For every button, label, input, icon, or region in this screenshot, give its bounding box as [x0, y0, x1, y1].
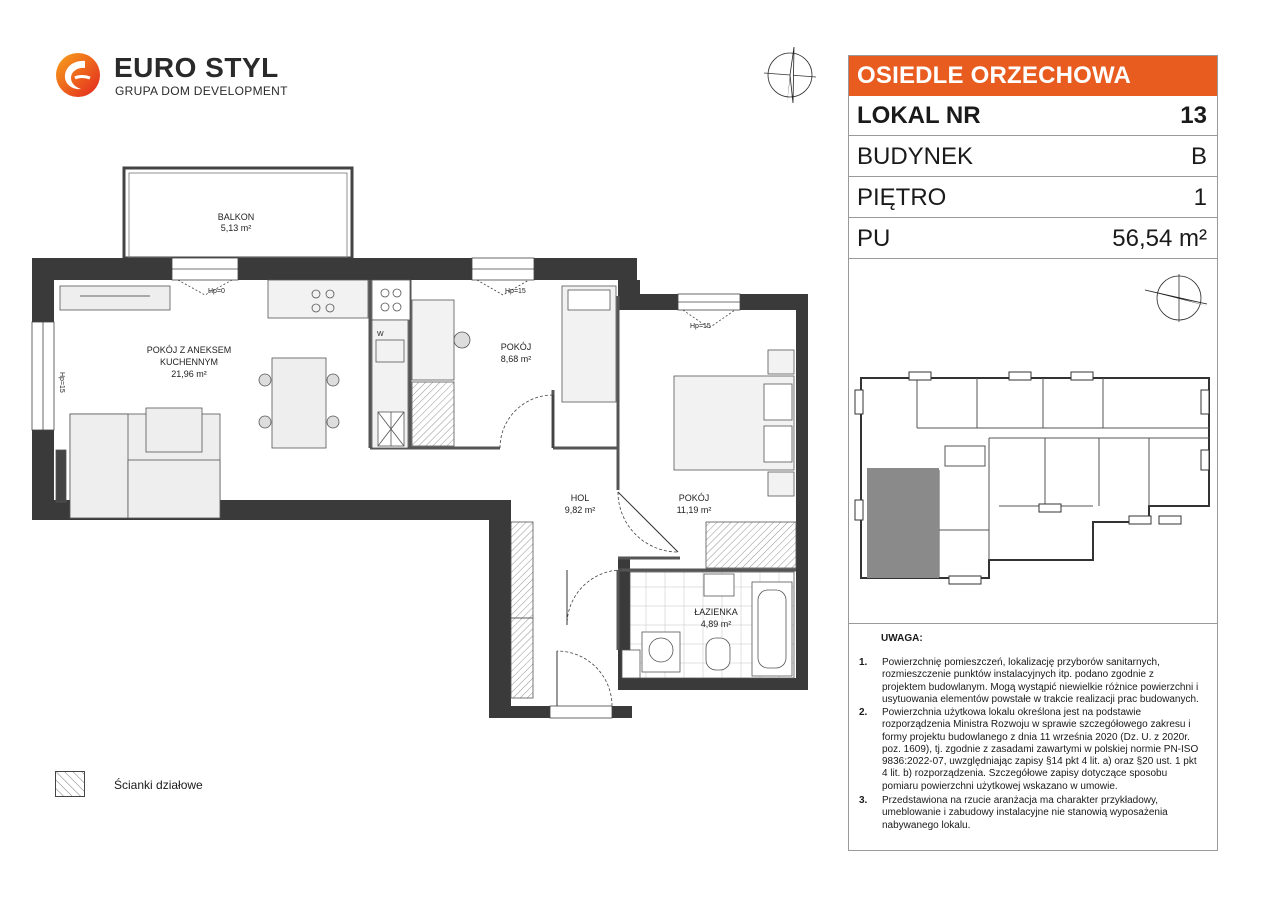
hall-area: 9,82 m² — [565, 505, 596, 515]
note-1: 1. Powierzchnię pomieszczeń, lokalizację… — [859, 657, 1199, 705]
bath-label: ŁAZIENKA — [694, 607, 738, 617]
room2-area: 11,19 m² — [677, 505, 712, 515]
key-plan-north-arrow-icon — [1144, 274, 1208, 322]
note-3: 3. Przedstawiona na rzucie aranżacja ma … — [859, 795, 1168, 831]
hall-wardrobe — [510, 521, 534, 699]
info-row-unit: LOKAL NR 13 — [849, 96, 1217, 136]
logo-title: EURO STYL — [114, 52, 279, 83]
info-row-floor: PIĘTRO 1 — [849, 178, 1217, 218]
info-row-area: PU 56,54 m² — [849, 219, 1217, 259]
estate-name: OSIEDLE ORZECHOWA — [849, 56, 1217, 96]
hall-label: HOL — [571, 493, 590, 503]
window-label-4: Hp=15 — [58, 372, 65, 393]
interior-walls — [368, 280, 796, 650]
balcony-area: 5,13 m² — [221, 223, 252, 233]
euro-styl-logo-icon — [56, 53, 100, 97]
door-swings — [499, 394, 679, 707]
note-2: 2. Powierzchnia użytkowa lokalu określon… — [859, 707, 1199, 792]
room1-area: 8,68 m² — [501, 354, 532, 364]
room2-label: POKÓJ — [679, 493, 710, 503]
apartment-floor-plan: BALKON 5,13 m² POKÓJ Z ANEKSEM KUCHENNYM… — [31, 166, 808, 719]
window-label-3: Hp=15 — [690, 323, 711, 330]
living-label-2: KUCHENNYM — [160, 357, 218, 367]
bathroom — [621, 571, 795, 679]
legend-label: Ścianki działowe — [114, 778, 203, 792]
living-label-1: POKÓJ Z ANEKSEM — [147, 345, 232, 355]
notes-title: UWAGA: — [881, 633, 923, 644]
room1-furniture — [411, 285, 617, 447]
living-area: 21,96 m² — [171, 369, 207, 379]
window-label-5: W — [377, 331, 384, 338]
room1-label: POKÓJ — [501, 342, 532, 352]
north-arrow-icon — [763, 46, 817, 104]
window-label-2: Hp=15 — [505, 288, 526, 295]
info-panel: OSIEDLE ORZECHOWA LOKAL NR 13 BUDYNEK B … — [848, 55, 1218, 851]
highlighted-unit — [867, 468, 939, 578]
legend-partition-swatch — [55, 771, 85, 797]
info-row-building: BUDYNEK B — [849, 137, 1217, 177]
bath-area: 4,89 m² — [701, 619, 732, 629]
bedroom-furniture — [673, 349, 797, 569]
window-label-1: Hp=0 — [208, 288, 225, 295]
building-key-plan — [849, 274, 1217, 624]
kitchen-units — [267, 279, 411, 449]
living-furniture — [55, 285, 340, 519]
balcony-label: BALKON — [218, 212, 255, 222]
logo-subtitle: GRUPA DOM DEVELOPMENT — [115, 84, 288, 98]
